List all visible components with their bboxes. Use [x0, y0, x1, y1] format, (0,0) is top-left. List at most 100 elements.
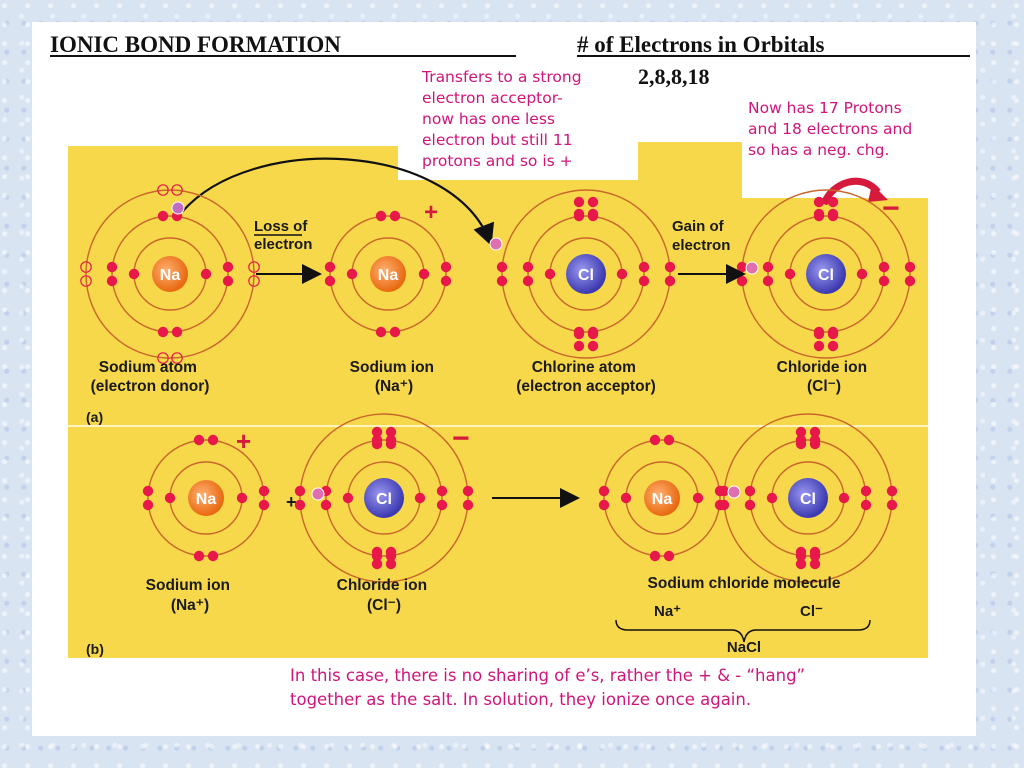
electron [878, 261, 890, 273]
electron [106, 275, 118, 287]
valence-electron [587, 196, 599, 208]
valence-electron [248, 275, 260, 287]
sodium-ion-label: Sodium ion (Na⁺) [350, 359, 439, 395]
chloride-ion: Cl [736, 189, 916, 359]
electron [207, 550, 219, 562]
valence-electron [664, 275, 676, 287]
electron-transfer-arrow [181, 157, 494, 247]
b-sodium-ion-label: Sodium ion (Na⁺) [146, 577, 235, 614]
electron [663, 550, 675, 562]
electron [375, 326, 387, 338]
electron [856, 268, 868, 280]
valence-electron [904, 261, 916, 273]
element-symbol: Na [196, 491, 217, 508]
element-symbol: Cl [818, 267, 834, 284]
electron [692, 492, 704, 504]
chloride-ion-label: Chloride ion (Cl⁻) [777, 359, 872, 395]
electron [236, 492, 248, 504]
electron [346, 268, 358, 280]
valence-electron [827, 340, 839, 352]
electron-shell [723, 413, 893, 583]
electron [440, 261, 452, 273]
transferred-electron [489, 237, 503, 251]
element-symbol: Na [378, 267, 399, 284]
electron [128, 268, 140, 280]
yellow-panel [68, 142, 928, 658]
chloride-note: Now has 17 Protons and 18 electrons and … [748, 99, 917, 159]
valence-electron [886, 485, 898, 497]
plus-sign: + [286, 492, 297, 512]
electron-shell [325, 439, 443, 557]
electron [418, 268, 430, 280]
electron [544, 268, 556, 280]
valence-electron [813, 328, 825, 340]
electron-config: 2,8,8,18 [638, 64, 710, 89]
na-sub-label: Na⁺ [654, 603, 681, 620]
cl-nucleus [566, 254, 606, 294]
cl-sub-label: Cl⁻ [800, 603, 823, 620]
valence-electron [795, 546, 807, 558]
electron-shell [767, 215, 885, 333]
electron [142, 499, 154, 511]
b-na-plus-charge: + [236, 426, 251, 456]
electron [744, 499, 756, 511]
valence-electron [573, 340, 585, 352]
na-nucleus [644, 480, 680, 516]
electron [436, 499, 448, 511]
na-nucleus [188, 480, 224, 516]
valence-electron [371, 438, 383, 450]
valence-electron [385, 558, 397, 570]
electron [389, 210, 401, 222]
valence-electron [294, 499, 306, 511]
orbitals-heading: # of Electrons in Orbitals [577, 32, 825, 57]
na-nucleus [370, 256, 406, 292]
valence-electron [385, 426, 397, 438]
slide: IONIC BOND FORMATION # of Electrons in O… [32, 22, 976, 736]
electron [157, 210, 169, 222]
valence-electron [462, 499, 474, 511]
electron [620, 492, 632, 504]
molecule-brace [615, 619, 871, 643]
molecule-label: Sodium chloride molecule [648, 575, 841, 592]
element-symbol: Cl [578, 267, 594, 284]
bottom-note: In this case, there is no sharing of e’s… [290, 666, 810, 709]
electron [522, 261, 534, 273]
diagram-title: IONIC BOND FORMATION [50, 32, 341, 57]
nacl-formula: NaCl [727, 639, 761, 656]
valence-electron [371, 426, 383, 438]
transfer-note: Transfers to a strong electron acceptor-… [421, 68, 587, 170]
valence-electron [385, 438, 397, 450]
valence-electron [171, 352, 183, 364]
cl-nucleus [806, 254, 846, 294]
electron [762, 261, 774, 273]
electron [838, 492, 850, 504]
valence-electron [587, 208, 599, 220]
electron [324, 261, 336, 273]
valence-electron [248, 261, 260, 273]
valence-electron [294, 485, 306, 497]
ionic-bond-diagram: IONIC BOND FORMATION # of Electrons in O… [50, 32, 976, 709]
electron-shell [329, 215, 447, 333]
electron [598, 499, 610, 511]
valence-electron [795, 558, 807, 570]
valence-electron [496, 261, 508, 273]
electron-shell [85, 189, 255, 359]
na-nucleus [152, 256, 188, 292]
electron [860, 485, 872, 497]
electron [320, 499, 332, 511]
electron [171, 326, 183, 338]
valence-electron [795, 426, 807, 438]
valence-electron [795, 438, 807, 450]
electron [598, 485, 610, 497]
element-symbol: Na [652, 491, 673, 508]
cl-nucleus [364, 478, 404, 518]
electron [638, 275, 650, 287]
panel-b-tag: (b) [86, 641, 104, 657]
valence-electron [573, 328, 585, 340]
electron [878, 275, 890, 287]
valence-electron [718, 485, 730, 497]
b-chloride-ion: Cl [294, 413, 474, 583]
electron-shell [603, 439, 721, 557]
electron [157, 326, 169, 338]
